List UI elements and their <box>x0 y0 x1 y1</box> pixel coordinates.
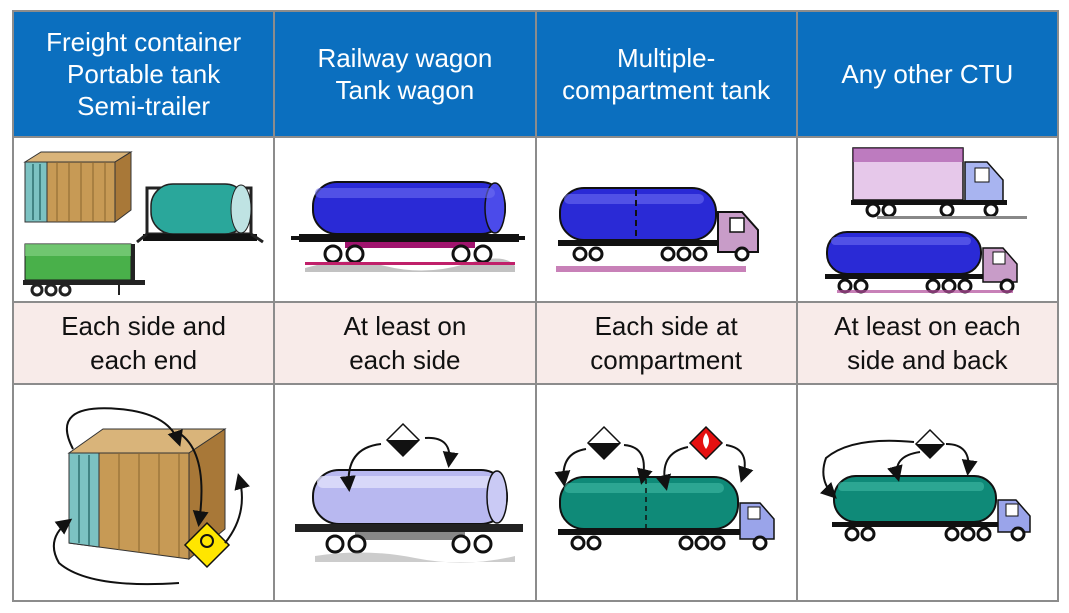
multi-compartment-placard-illustration <box>554 425 775 550</box>
placement-cell-1: Each side and each end <box>11 301 276 385</box>
placement-4-line-1: At least on each <box>834 311 1021 341</box>
placement-1-line-2: each end <box>90 345 198 375</box>
placement-row: Each side and each end At least on each … <box>11 301 1060 385</box>
header-row: Freight container Portable tank Semi-tra… <box>11 10 1060 138</box>
placard-icon-3 <box>587 425 622 460</box>
vehicle-cell-4 <box>795 136 1060 303</box>
placement-2-line-2: each side <box>349 345 461 375</box>
placard-icon-red <box>689 425 724 460</box>
placement-cell-3: Each side at compartment <box>534 301 798 385</box>
placard-icon-2 <box>385 422 420 457</box>
placard-cell-4 <box>795 383 1060 602</box>
multi-compartment-tank-illustration <box>556 186 760 272</box>
placement-1-line-1: Each side and <box>61 311 227 341</box>
ctu-placarding-table-wrap: Freight container Portable tank Semi-tra… <box>11 10 1060 602</box>
other-ctu-placard-illustration <box>820 428 1032 541</box>
vehicle-cell-1 <box>11 136 276 303</box>
semi-trailer-icon <box>22 243 145 296</box>
header-cell-1: Freight container Portable tank Semi-tra… <box>11 10 276 138</box>
box-truck-icon <box>851 146 1028 219</box>
header-cell-2: Railway wagon Tank wagon <box>273 10 537 138</box>
ctu-placarding-table: Freight container Portable tank Semi-tra… <box>11 10 1060 602</box>
header-3-line-1: Multiple- <box>617 43 716 73</box>
placement-cell-2: At least on each side <box>273 301 537 385</box>
placard-cell-1 <box>11 383 276 602</box>
header-1-line-1: Freight container <box>46 27 242 57</box>
placement-2-line-1: At least on <box>343 311 467 341</box>
container-tank-trailer-illustration <box>22 150 264 296</box>
header-cell-4: Any other CTU <box>795 10 1060 138</box>
placard-icon <box>183 521 230 568</box>
header-2-line-1: Railway wagon <box>317 43 493 73</box>
arrow-icon <box>52 406 250 585</box>
header-cell-3: Multiple- compartment tank <box>534 10 798 138</box>
container-icon <box>22 150 133 223</box>
header-1-line-3: Semi-trailer <box>77 91 211 121</box>
tank-truck-icon-4 <box>832 474 1032 541</box>
arrow-icon-4 <box>820 439 978 499</box>
placement-4-line-2: side and back <box>847 345 1008 375</box>
portable-tank-icon <box>135 182 264 243</box>
header-2-line-2: Tank wagon <box>335 75 475 105</box>
other-ctu-illustration <box>825 146 1028 293</box>
rail-wagon-placard-illustration <box>294 422 523 563</box>
placard-icon-4 <box>915 428 946 459</box>
header-3-line-2: compartment tank <box>562 75 771 105</box>
rail-tank-wagon-icon-2 <box>294 468 523 563</box>
placard-cell-2 <box>273 383 537 602</box>
arrow-icon-3 <box>554 443 754 491</box>
placement-3-line-1: Each side at <box>594 311 738 341</box>
tank-truck-icon <box>556 186 760 272</box>
vehicle-cell-3 <box>534 136 798 303</box>
rail-tank-wagon-icon <box>290 180 525 272</box>
tank-truck-icon-3 <box>558 475 775 550</box>
tank-truck-icon-2 <box>825 230 1019 293</box>
header-4-line-1: Any other CTU <box>841 59 1014 89</box>
placement-cell-4: At least on each side and back <box>795 301 1060 385</box>
placard-cell-3 <box>534 383 798 602</box>
container-placard-illustration <box>52 406 250 585</box>
placement-3-line-2: compartment <box>590 345 742 375</box>
vehicle-row <box>11 136 1060 303</box>
arrow-icon-2 <box>339 436 459 492</box>
rail-tank-wagon-illustration <box>290 180 525 272</box>
header-1-line-2: Portable tank <box>67 59 221 89</box>
vehicle-cell-2 <box>273 136 537 303</box>
placard-row <box>11 383 1060 602</box>
